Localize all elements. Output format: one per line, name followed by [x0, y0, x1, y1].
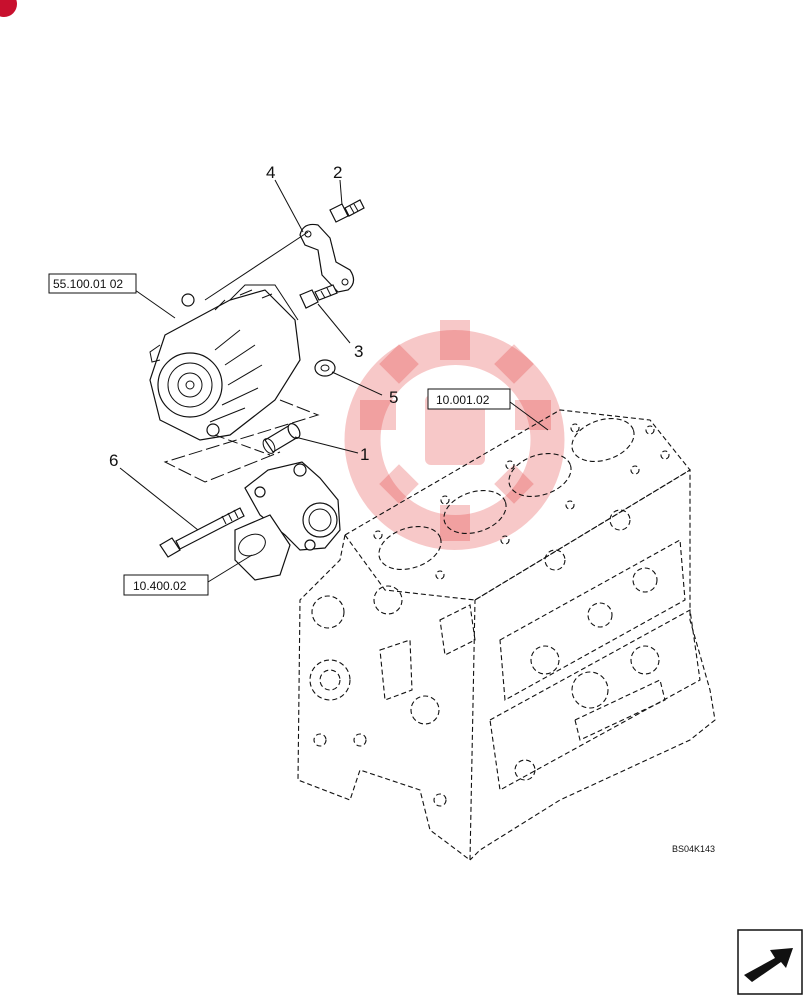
sleeve-1 — [262, 423, 301, 454]
watermark-logo-icon — [344, 320, 565, 550]
callout-5: 5 — [389, 388, 398, 407]
callout-4: 4 — [266, 163, 275, 182]
callout-1: 1 — [360, 445, 369, 464]
bolt-3 — [299, 284, 338, 309]
bolt-6 — [159, 507, 245, 558]
drawing-code: BS04K143 — [672, 844, 715, 854]
bolt-2 — [329, 199, 365, 223]
engine-block — [297, 409, 716, 862]
ref-engine-block-label: 10.001.02 — [436, 393, 490, 407]
alternator — [149, 284, 301, 441]
bracket — [299, 223, 355, 293]
callout-3: 3 — [354, 342, 363, 361]
ref-housing-label: 10.400.02 — [133, 579, 187, 593]
ref-box-alternator[interactable]: 55.100.01 02 — [48, 273, 137, 294]
ref-alternator-label: 55.100.01 02 — [53, 277, 123, 291]
callout-2: 2 — [333, 163, 342, 182]
ref-box-housing[interactable]: 10.400.02 — [123, 574, 209, 596]
ref-box-engine-block[interactable]: 10.001.02 — [427, 388, 511, 410]
callout-6: 6 — [109, 451, 118, 470]
next-page-arrow-icon[interactable] — [737, 929, 803, 995]
nut-5 — [314, 359, 336, 377]
thermostat-housing — [234, 461, 341, 581]
brand-badge-icon — [0, 0, 17, 17]
